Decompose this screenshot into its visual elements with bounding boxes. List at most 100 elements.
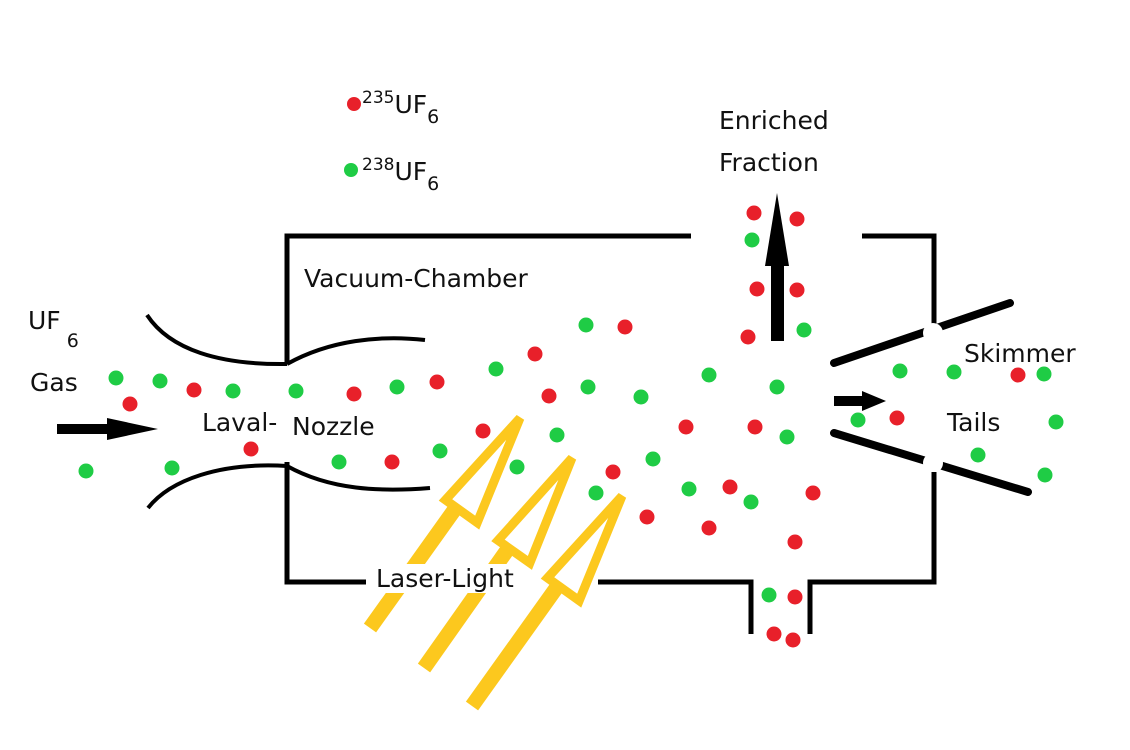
laser-beam-shaft — [465, 581, 565, 711]
molecule-235-uf6 — [527, 346, 543, 362]
skimmer-label: Skimmer — [964, 339, 1076, 368]
molecule-238-uf6 — [152, 373, 168, 389]
input-gas-label: Gas — [30, 368, 78, 397]
molecule-238-uf6 — [769, 379, 785, 395]
chamber-top-left-wall — [284, 233, 691, 362]
molecule-235-uf6 — [766, 626, 782, 642]
molecule-238-uf6 — [796, 322, 812, 338]
enriched-flow-arrow — [765, 193, 789, 341]
molecule-238-uf6 — [288, 383, 304, 399]
molecule-235-uf6 — [541, 388, 557, 404]
legend-subscript-235: 6 — [427, 106, 440, 128]
laser-beams — [363, 414, 627, 711]
skimmer-upper-joint — [923, 323, 943, 343]
molecule-238-uf6 — [633, 389, 649, 405]
vacuum-chamber-label: Vacuum-Chamber — [304, 264, 528, 293]
molecule-238-uf6 — [164, 460, 180, 476]
legend-mass-238: 238 — [362, 155, 395, 175]
input-gas-formula: UF6 — [28, 306, 79, 351]
legend-formula-235: UF — [394, 90, 428, 119]
legend-label-238: 238UF6 — [362, 157, 439, 194]
nozzle-lower-right-curve — [286, 464, 431, 492]
tails-label: Tails — [947, 408, 1001, 437]
legend-dot-238 — [344, 163, 358, 177]
laser-light-label: Laser-Light — [372, 564, 518, 593]
enriched-fraction-label-line2: Fraction — [719, 148, 819, 177]
molecule-235-uf6 — [617, 319, 633, 335]
molecule-235-uf6 — [678, 419, 694, 435]
molecule-235-uf6 — [639, 509, 655, 525]
molecule-235-uf6 — [701, 520, 717, 536]
laval-label: Laval- — [202, 408, 278, 437]
laser-beam-arrowhead — [491, 454, 577, 570]
molecule-238-uf6 — [970, 447, 986, 463]
molecule-238-uf6 — [892, 363, 908, 379]
laser-beam-arrowhead — [540, 492, 627, 608]
legend-dot-235 — [347, 97, 361, 111]
molecule-235-uf6 — [889, 410, 905, 426]
molecule-238-uf6 — [432, 443, 448, 459]
molecule-238-uf6 — [743, 494, 759, 510]
legend-label-235: 235UF6 — [362, 90, 439, 127]
molecule-235-uf6 — [785, 632, 801, 648]
molecule-238-uf6 — [78, 463, 94, 479]
molecule-235-uf6 — [787, 534, 803, 550]
skimmer-upper-blade — [830, 299, 1014, 367]
molecule-238-uf6 — [744, 232, 760, 248]
molecule-235-uf6 — [429, 374, 445, 390]
molecule-235-uf6 — [346, 386, 362, 402]
molecule-235-uf6 — [749, 281, 765, 297]
molecule-235-uf6 — [1010, 367, 1026, 383]
chamber-bottom-right-wall — [807, 462, 937, 634]
tails-flow-arrow — [834, 391, 886, 411]
molecule-235-uf6 — [787, 589, 803, 605]
molecule-235-uf6 — [789, 211, 805, 227]
chamber-left-bottom-wall — [284, 462, 366, 585]
molecule-238-uf6 — [225, 383, 241, 399]
molecule-238-uf6 — [509, 459, 525, 475]
laval-nozzle — [145, 313, 431, 510]
molecule-235-uf6 — [789, 282, 805, 298]
molecule-238-uf6 — [1036, 366, 1052, 382]
legend-formula-238: UF — [394, 157, 428, 186]
input-formula-text: UF — [28, 306, 61, 335]
molecule-238-uf6 — [1037, 467, 1053, 483]
input-flow-arrow — [57, 418, 158, 440]
nozzle-upper-left-curve — [145, 313, 288, 367]
molecule-238-uf6 — [946, 364, 962, 380]
molecule-238-uf6 — [701, 367, 717, 383]
molecule-238-uf6 — [1048, 414, 1064, 430]
vacuum-chamber-outline — [284, 233, 937, 634]
molecule-238-uf6 — [331, 454, 347, 470]
molecule-238-uf6 — [850, 412, 866, 428]
enriched-fraction-label-line1: Enriched — [719, 106, 829, 135]
molecule-238-uf6 — [389, 379, 405, 395]
molecule-238-uf6 — [549, 427, 565, 443]
molecule-235-uf6 — [384, 454, 400, 470]
nozzle-lower-left-curve — [146, 463, 288, 510]
input-formula-subscript: 6 — [66, 330, 79, 352]
molecule-235-uf6 — [605, 464, 621, 480]
molecule-235-uf6 — [740, 329, 756, 345]
molecule-235-uf6 — [475, 423, 491, 439]
molecule-238-uf6 — [681, 481, 697, 497]
molecule-235-uf6 — [243, 441, 259, 457]
molecule-238-uf6 — [108, 370, 124, 386]
molecule-235-uf6 — [746, 205, 762, 221]
legend-subscript-238: 6 — [427, 173, 440, 195]
molecule-238-uf6 — [578, 317, 594, 333]
molecule-235-uf6 — [122, 396, 138, 412]
nozzle-label: Nozzle — [292, 412, 375, 441]
molecule-238-uf6 — [761, 587, 777, 603]
molecule-235-uf6 — [747, 419, 763, 435]
chamber-bottom-mid-wall — [598, 579, 754, 634]
molecule-238-uf6 — [488, 361, 504, 377]
molecule-238-uf6 — [588, 485, 604, 501]
legend-mass-235: 235 — [362, 88, 395, 108]
nozzle-upper-right-curve — [286, 336, 426, 366]
isotope-238-molecules — [78, 232, 1064, 603]
chamber-top-right-wall — [862, 233, 937, 333]
molecule-235-uf6 — [186, 382, 202, 398]
